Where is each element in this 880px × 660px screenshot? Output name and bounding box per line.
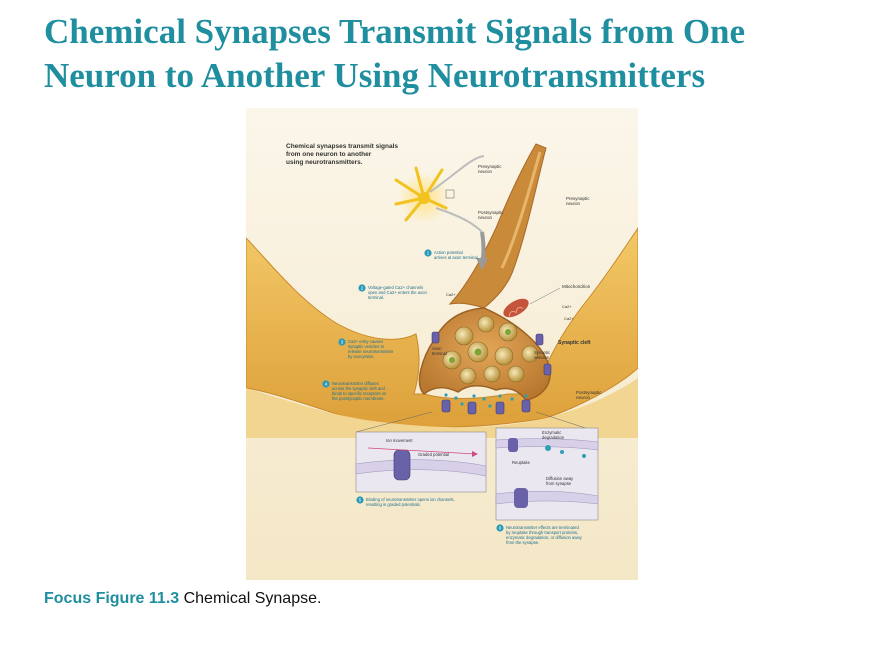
figure-heading-line: Chemical synapses transmit signals xyxy=(286,143,398,150)
zoom-line xyxy=(355,411,433,433)
synapse-illustration: Chemical synapses transmit signals from … xyxy=(246,108,638,580)
step-6-text: Neurotransmitter effects are terminated … xyxy=(506,525,583,545)
step-1-number: 1 xyxy=(427,251,430,256)
figure-caption: Focus Figure 11.3 Chemical Synapse. xyxy=(44,590,321,608)
step-4-number: 4 xyxy=(325,382,328,387)
neurotransmitter-molecules xyxy=(444,393,528,408)
calcium-label: Ca2+ xyxy=(446,292,456,297)
panel-6-termination: Enzymatic degradation Reuptake Diffusion… xyxy=(495,427,599,521)
title-line-2: Neuron to Another Using Neurotransmitter… xyxy=(44,56,706,95)
inset-presynaptic-label: Presynaptic neuron xyxy=(478,164,503,174)
neuron-inset xyxy=(394,155,488,270)
step-1-marker xyxy=(424,249,432,257)
calcium-label: Ca2+ xyxy=(564,316,574,321)
slide-title: Chemical Synapses Transmit Signals from … xyxy=(44,10,844,98)
step-3-marker xyxy=(338,338,346,346)
caption-label: Focus Figure 11.3 xyxy=(44,590,180,607)
presynaptic-axon xyxy=(448,143,547,309)
panel-5-ion-channel: Ion movement Graded potential xyxy=(355,431,487,493)
step-4-text: Neurotransmitter diffuses across the syn… xyxy=(332,381,387,401)
enzymatic-label: Enzymatic degradation xyxy=(542,430,565,440)
reuptake-label: Reuptake xyxy=(512,460,531,465)
figure-heading-line: from one neuron to another xyxy=(286,151,372,158)
step-4-marker xyxy=(322,380,330,388)
presynaptic-neuron-label: Presynaptic neuron xyxy=(566,196,591,206)
synapse-figure: Chemical synapses transmit signals from … xyxy=(246,108,638,580)
inset-postsynaptic-label: Postsynaptic neuron xyxy=(478,210,505,220)
step-5-marker xyxy=(356,496,364,504)
calcium-label: Ca2+ xyxy=(562,304,572,309)
ion-movement-label: Ion movement xyxy=(386,438,413,443)
mitochondrion xyxy=(503,298,529,318)
step-6-number: 6 xyxy=(499,526,502,531)
mitochondrion-label: Mitochondrion xyxy=(562,284,591,289)
step-1-text: Action potential arrives at axon termina… xyxy=(434,250,479,260)
postsynaptic-receptors xyxy=(441,399,531,415)
step-3-number: 3 xyxy=(341,340,344,345)
step-5-number: 5 xyxy=(359,498,362,503)
step-3-text: Ca2+ entry causes synaptic vesicles to r… xyxy=(348,339,395,359)
step-5-text: Binding of neurotransmitter opens ion ch… xyxy=(366,497,456,507)
graded-potential-label: Graded potential xyxy=(418,452,449,457)
calcium-channels xyxy=(431,331,552,376)
step-2-number: 2 xyxy=(361,286,364,291)
synaptic-vesicles-label: Synaptic vesicles xyxy=(534,350,551,360)
step-6-marker xyxy=(496,524,504,532)
axon-terminal-label: Axon terminal xyxy=(432,346,447,356)
figure-heading: Chemical synapses transmit signals from … xyxy=(286,143,400,166)
caption-text: Chemical Synapse. xyxy=(179,590,322,607)
synaptic-vesicles xyxy=(442,315,539,385)
title-line-1: Chemical Synapses Transmit Signals from … xyxy=(44,12,746,51)
figure-heading-line: using neurotransmitters. xyxy=(286,159,363,166)
postsynaptic-neuron-label: Postsynaptic neuron xyxy=(576,390,603,400)
step-2-text: Voltage-gated Ca2+ channels open and Ca2… xyxy=(368,285,428,300)
postsynaptic-lower-region xyxy=(246,378,638,438)
diffusion-label: Diffusion away from synapse xyxy=(546,476,574,486)
mitochondrion-leader xyxy=(529,287,561,305)
axon-myelin-highlight xyxy=(500,151,542,269)
synaptic-cleft-label: Synaptic cleft xyxy=(558,340,591,346)
step-2-marker xyxy=(358,284,366,292)
